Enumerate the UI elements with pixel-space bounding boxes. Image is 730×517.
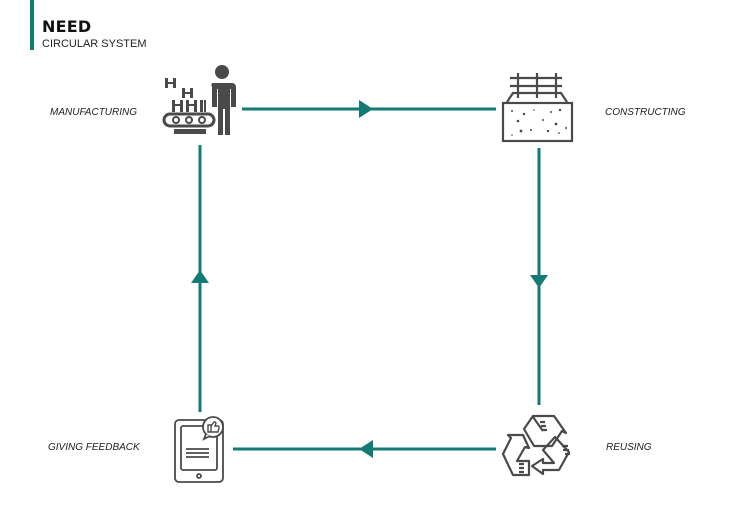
label-constructing: CONSTRUCTING [605, 107, 686, 118]
concrete-rebar-icon [501, 73, 574, 143]
page-subtitle: CIRCULAR SYSTEM [42, 38, 147, 50]
page-title: NEED [42, 17, 92, 36]
accent-bar [30, 0, 34, 50]
label-reusing: REUSING [606, 442, 652, 453]
arrow-down-icon [530, 275, 548, 288]
arrow-up-icon [191, 270, 209, 283]
label-giving-feedback: GIVING FEEDBACK [48, 442, 140, 453]
arrow-right-icon [359, 100, 373, 118]
recycle-icon [501, 414, 571, 477]
factory-worker-icon [162, 65, 236, 135]
label-manufacturing: MANUFACTURING [50, 107, 138, 118]
arrow-left-icon [359, 440, 373, 458]
tablet-like-icon [174, 416, 224, 483]
